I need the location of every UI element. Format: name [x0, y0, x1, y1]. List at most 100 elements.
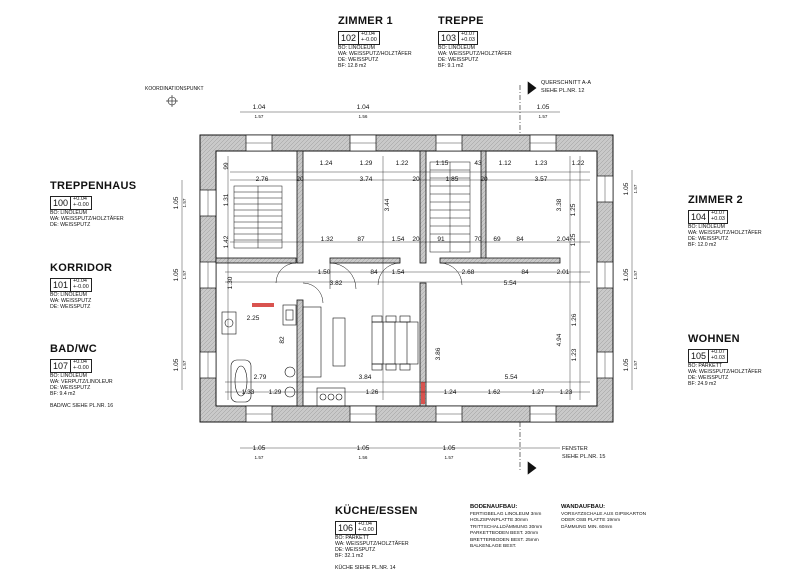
note-title: BODENAUFBAU: [470, 504, 518, 510]
room-label-zimmer1: ZIMMER 1 102+0.04+-0.00 BO: LINOLEUM WA:… [338, 15, 412, 70]
room-name: TREPPENHAUS [50, 180, 137, 192]
section-note-line: QUERSCHNITT A-A [541, 80, 592, 86]
room-line: WA: WEISSPUTZ/HOLZTÄFER [688, 369, 762, 375]
room-name: WOHNEN [688, 333, 740, 345]
dimension-label: 1.42 [223, 235, 230, 248]
room-line: DE: WEISSPUTZ [335, 546, 376, 553]
room-name: TREPPE [438, 15, 484, 27]
note-line: DÄMMUNG MIN. 60mm [561, 524, 613, 530]
dimension-label: 1.54 [392, 236, 405, 243]
level-bottom: +-0.00 [73, 201, 89, 208]
window-height-label: 1.56 [359, 114, 368, 119]
dimension-label: 1.26 [571, 313, 578, 326]
dimension-label: 3.38 [556, 198, 563, 211]
level-top: +0.04 [73, 196, 87, 203]
room-line: WA: WEISSPUTZ/HOLZTÄFER [338, 51, 412, 57]
window-width-label: 1.05 [537, 104, 550, 111]
exterior-dimension-lines [181, 111, 633, 449]
window-height-label: 1.57 [633, 184, 638, 193]
room-number-box: 100+0.04+-0.00 [50, 196, 92, 210]
dimension-label: 5.54 [504, 280, 517, 287]
dimension-label: 1.27 [532, 389, 545, 396]
floor-construction-note: BODENAUFBAU: FERTIGBELAG LINOLEUM 3mm HO… [470, 504, 542, 551]
dimension-label: 1.33 [242, 389, 255, 396]
room-line: WA: WEISSPUTZ/HOLZTÄFER [50, 216, 124, 222]
dimension-label: 1.15 [436, 160, 449, 167]
level-bottom: +-0.00 [73, 364, 89, 371]
dimension-label: 3.84 [359, 374, 372, 381]
room-number: 103 [439, 32, 460, 44]
level-top: +0.07 [711, 349, 725, 356]
room-number: 107 [51, 360, 72, 372]
room-name: BAD/WC [50, 343, 98, 355]
window-height-label: 1.57 [445, 455, 454, 460]
room-label-badwc: BAD/WC 107+0.04+-0.00 BO: LINOLEUM WA: V… [50, 343, 113, 410]
dimension-label: 84 [370, 269, 378, 276]
level-top: +0.04 [361, 31, 375, 38]
dimension-label: 20 [480, 176, 488, 183]
dimension-labels: 1.041.571.041.561.051.571.051.571.051.56… [173, 104, 638, 460]
room-line: BF: 12.0 m2 [688, 241, 717, 248]
dimension-label: 2.79 [254, 374, 267, 381]
dimension-label: 2.25 [247, 315, 260, 322]
room-line: BO: LINOLEUM [688, 224, 725, 231]
dimension-label: 43 [474, 160, 482, 167]
window-width-label: 1.04 [357, 104, 370, 111]
room-label-zimmer2: ZIMMER 2 104+0.07+0.03 BO: LINOLEUM WA: … [688, 194, 762, 249]
window-width-label: 1.05 [443, 445, 456, 452]
door-swings [275, 262, 463, 304]
window-width-label: 1.05 [173, 196, 180, 209]
room-line: WA: VERPUTZ/LINOLEUR [50, 379, 113, 385]
section-note-top: QUERSCHNITT A-A SIEHE PL.NR. 12 [541, 80, 591, 95]
dimension-label: 20 [296, 176, 304, 183]
room-line: BO: LINOLEUM [438, 45, 475, 52]
level-top: +0.04 [73, 359, 87, 366]
dimension-label: 20 [412, 236, 420, 243]
dimension-label: 1.22 [572, 160, 585, 167]
room-line: DE: WEISSPUTZ [50, 384, 91, 391]
window-width-label: 1.05 [623, 182, 630, 195]
room-line: BF: 9.1 m2 [438, 62, 464, 69]
window-width-label: 1.05 [173, 358, 180, 371]
dimension-label: 1.29 [269, 389, 282, 396]
dimension-label: 1.24 [444, 389, 457, 396]
room-name: ZIMMER 1 [338, 15, 393, 27]
room-line: WA: WEISSPUTZ [50, 298, 92, 304]
room-name: ZIMMER 2 [688, 194, 743, 206]
room-number: 100 [51, 197, 72, 209]
dimension-label: 3.86 [435, 347, 442, 360]
level-bottom: +0.03 [461, 36, 475, 43]
dimension-label: 1.85 [446, 176, 459, 183]
window-width-label: 1.05 [357, 445, 370, 452]
wall-construction-note: WANDAUFBAU: VORSATZSCHALE AUS GIPSKARTON… [561, 504, 646, 531]
note-line: ODER OSB PLATTE 19mm [561, 518, 621, 524]
dimension-label: 3.57 [535, 176, 548, 183]
window-height-label: 1.57 [633, 270, 638, 279]
dimension-label: 4.94 [556, 333, 563, 346]
dimension-label: 2.76 [256, 176, 269, 183]
dimension-label: 3.82 [330, 280, 343, 287]
note-line: VORSATZSCHALE AUS GIPSKARTON [561, 511, 647, 517]
room-number-box: 105+0.07+0.03 [688, 349, 728, 363]
exterior-walls [199, 134, 614, 423]
level-top: +0.07 [461, 31, 475, 38]
dimension-label: 70 [474, 236, 482, 243]
room-label-wohnen: WOHNEN 105+0.07+0.03 BO: PARKETT WA: WEI… [688, 333, 762, 388]
room-line: DE: WEISSPUTZ [438, 56, 479, 63]
dimension-label: 1.54 [392, 269, 405, 276]
level-top: +0.04 [73, 278, 87, 285]
room-line: BF: 24.9 m2 [688, 380, 717, 387]
room-line: WA: WEISSPUTZ/HOLZTÄFER [438, 51, 512, 57]
room-line: BF: 12.8 m2 [338, 62, 367, 69]
dimension-label: 87 [357, 236, 365, 243]
dimension-label: 1.29 [360, 160, 373, 167]
inner-dimension-lines [225, 156, 590, 400]
level-bottom: +-0.00 [358, 526, 374, 533]
window-height-label: 1.56 [359, 455, 368, 460]
dimension-label: 1.25 [570, 203, 577, 216]
room-line: DE: WEISSPUTZ [338, 56, 379, 63]
red-wall-marks [252, 303, 425, 404]
room-label-treppe: TREPPE 103+0.07+0.03 BO: LINOLEUM WA: WE… [438, 15, 512, 70]
room-name: KORRIDOR [50, 262, 113, 274]
